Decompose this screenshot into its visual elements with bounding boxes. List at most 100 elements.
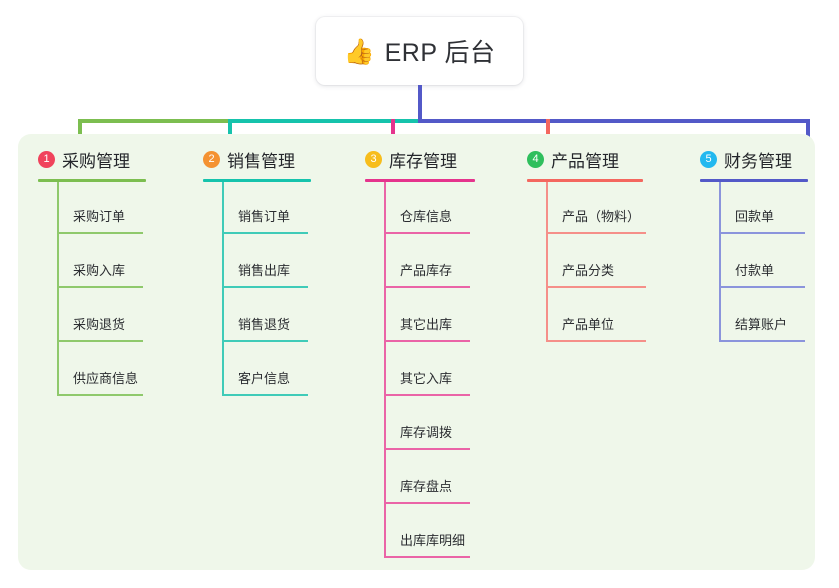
branch-leaf-label: 回款单: [735, 209, 775, 224]
branch-leaf-label: 供应商信息: [73, 371, 139, 386]
branch-leaf-underline: [57, 232, 143, 234]
branch-leaf-item[interactable]: 回款单: [719, 209, 805, 234]
branch-leaf-underline: [546, 286, 646, 288]
thumbs-up-icon: 👍: [343, 36, 375, 66]
branch-leaf-label: 销售退货: [238, 317, 291, 332]
branch-leaf-underline: [384, 394, 470, 396]
branch-leaf-item[interactable]: 其它出库: [384, 317, 470, 342]
branch-underline-1: [38, 179, 146, 182]
branch-leaf-label: 付款单: [735, 263, 775, 278]
branch-leaf-item[interactable]: 客户信息: [222, 371, 308, 396]
branch-leaf-underline: [57, 286, 143, 288]
branch-leaf-label: 客户信息: [238, 371, 291, 386]
branch-leaf-item[interactable]: 销售出库: [222, 263, 308, 288]
branch-spine-5: [719, 182, 721, 340]
root-title: ERP 后台: [384, 39, 496, 67]
branch-leaf-item[interactable]: 采购退货: [57, 317, 143, 342]
branch-leaf-item[interactable]: 库存盘点: [384, 479, 470, 504]
branch-spine-4: [546, 182, 548, 340]
branch-leaf-item[interactable]: 其它入库: [384, 371, 470, 396]
drop-line-branch-2: [228, 119, 232, 145]
drop-line-branch-4: [546, 119, 550, 145]
branch-leaf-item[interactable]: 产品单位: [546, 317, 646, 342]
branch-leaf-label: 采购退货: [73, 317, 126, 332]
branch-title-5: 财务管理: [724, 151, 792, 171]
branch-underline-3: [365, 179, 475, 182]
drop-line-branch-1: [78, 119, 82, 145]
branch-leaf-item[interactable]: 销售退货: [222, 317, 308, 342]
branch-leaf-item[interactable]: 采购入库: [57, 263, 143, 288]
branch-leaf-item[interactable]: 仓库信息: [384, 209, 470, 234]
branch-leaf-label: 采购入库: [73, 263, 126, 278]
branch-leaf-label: 库存盘点: [400, 479, 453, 494]
branch-leaf-item[interactable]: 库存调拨: [384, 425, 470, 450]
branch-leaf-underline: [384, 286, 470, 288]
branch-badge-3: 3: [365, 150, 382, 168]
branch-title-2: 销售管理: [227, 151, 295, 171]
branch-leaf-item[interactable]: 供应商信息: [57, 371, 143, 396]
branch-leaf-label: 仓库信息: [400, 209, 453, 224]
branch-leaf-underline: [57, 394, 143, 396]
branch-leaf-underline: [222, 340, 308, 342]
branch-leaf-item[interactable]: 出库库明细: [384, 533, 470, 558]
branch-leaf-item[interactable]: 结算账户: [719, 317, 805, 342]
branch-column-3: 3 库存管理仓库信息产品库存其它出库其它入库库存调拨库存盘点出库库明细: [365, 143, 475, 558]
branch-leaf-label: 库存调拨: [400, 425, 453, 440]
branch-leaf-label: 采购订单: [73, 209, 126, 224]
branch-leaf-label: 出库库明细: [400, 533, 466, 548]
branch-title-3: 库存管理: [389, 151, 457, 171]
branch-column-5: 5 财务管理回款单付款单结算账户: [700, 143, 808, 342]
branch-leaf-label: 产品（物料）: [562, 209, 641, 224]
branch-leaf-underline: [384, 232, 470, 234]
branch-leaf-label: 产品库存: [400, 263, 453, 278]
branch-leaf-underline: [384, 340, 470, 342]
branch-leaf-underline: [57, 340, 143, 342]
branch-column-4: 4 产品管理产品（物料） 产品分类产品单位: [527, 143, 646, 342]
branch-leaf-label: 结算账户: [735, 317, 788, 332]
branch-title-4: 产品管理: [551, 151, 619, 171]
branch-leaf-underline: [222, 286, 308, 288]
drop-line-branch-5: [806, 119, 810, 145]
branch-leaf-underline: [222, 394, 308, 396]
branch-spine-3: [384, 182, 386, 556]
branch-badge-1: 1: [38, 150, 55, 168]
branch-leaf-underline: [719, 232, 805, 234]
branch-leaf-item[interactable]: 付款单: [719, 263, 805, 288]
root-stem-line: [418, 85, 422, 121]
branch-badge-4: 4: [527, 150, 544, 168]
branch-leaf-item[interactable]: 产品（物料）: [546, 209, 646, 234]
branch-header-5[interactable]: 5 财务管理: [700, 143, 792, 175]
branch-leaf-label: 产品分类: [562, 263, 615, 278]
bus-segment-teal: [228, 119, 422, 123]
root-node[interactable]: 👍 ERP 后台: [316, 17, 523, 85]
branch-leaf-underline: [384, 556, 470, 558]
branch-leaf-underline: [719, 286, 805, 288]
branch-underline-2: [203, 179, 311, 182]
branch-leaf-underline: [384, 502, 470, 504]
branch-leaf-label: 销售出库: [238, 263, 291, 278]
branch-leaf-label: 销售订单: [238, 209, 291, 224]
branch-leaf-item[interactable]: 产品分类: [546, 263, 646, 288]
branch-leaf-underline: [384, 448, 470, 450]
branch-leaf-label: 产品单位: [562, 317, 615, 332]
branch-underline-5: [700, 179, 808, 182]
drop-line-branch-3: [391, 119, 395, 145]
branch-leaf-underline: [222, 232, 308, 234]
branch-header-4[interactable]: 4 产品管理: [527, 143, 619, 175]
branches-panel: [18, 134, 815, 570]
branch-leaf-item[interactable]: 销售订单: [222, 209, 308, 234]
branch-leaf-underline: [719, 340, 805, 342]
branch-header-3[interactable]: 3 库存管理: [365, 143, 457, 175]
branch-leaf-label: 其它出库: [400, 317, 453, 332]
branch-leaf-item[interactable]: 采购订单: [57, 209, 143, 234]
branch-spine-1: [57, 182, 59, 394]
branch-badge-5: 5: [700, 150, 717, 168]
branch-leaf-item[interactable]: 产品库存: [384, 263, 470, 288]
branch-leaf-label: 其它入库: [400, 371, 453, 386]
bus-segment-green: [78, 119, 230, 123]
